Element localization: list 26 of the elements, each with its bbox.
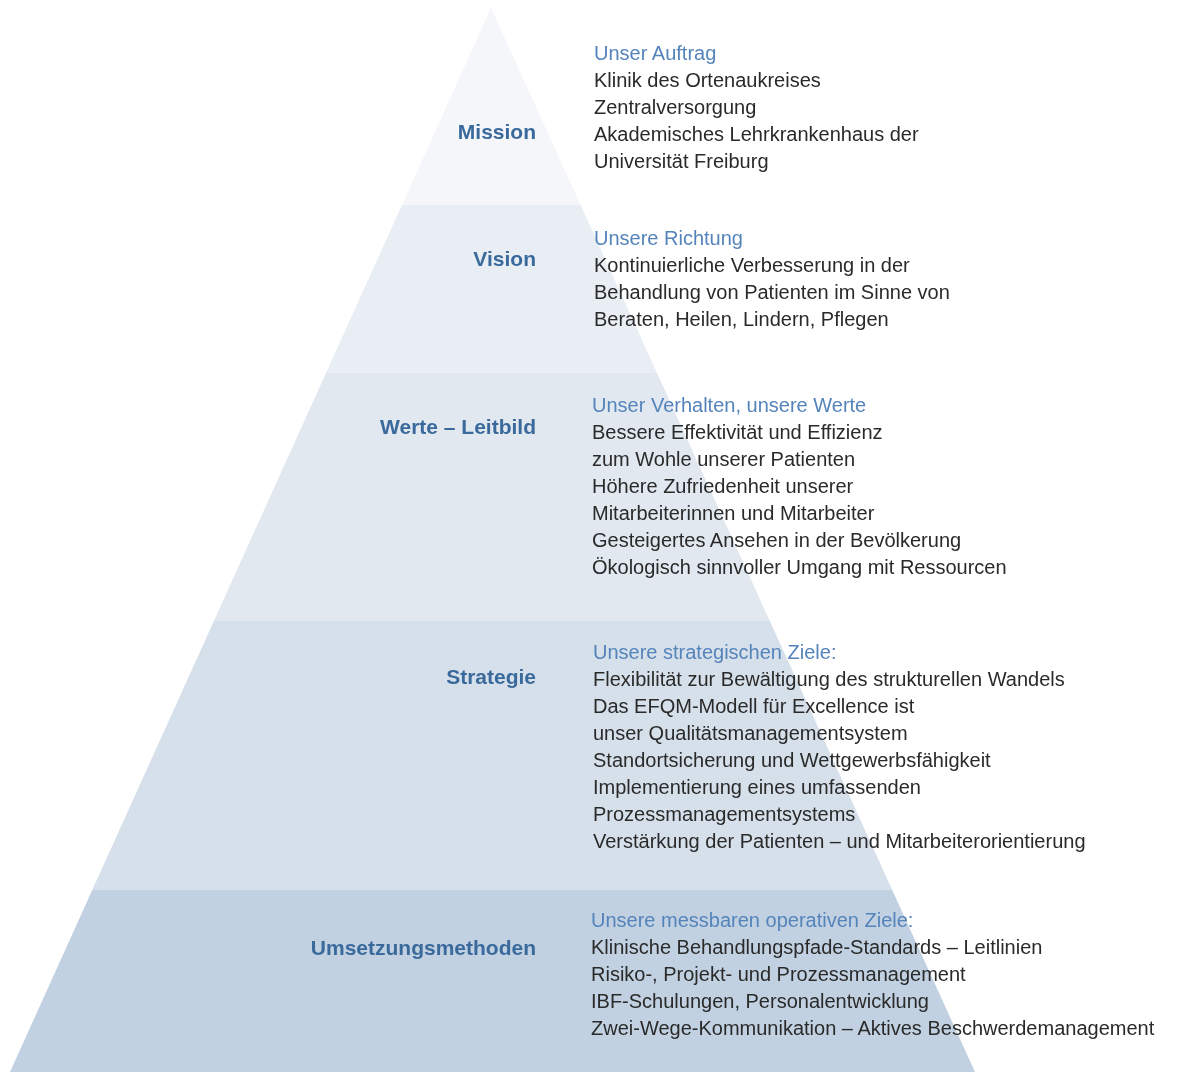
tier-description: Akademisches Lehrkrankenhaus der Universität Freiburg	[594, 122, 920, 174]
tier-subheading: Unsere Richtung	[594, 226, 743, 251]
tier-description: Zentralversorgung	[594, 95, 757, 120]
tier-description: Klinische Behandlungspfade-Standards – Leitlinien	[591, 935, 1043, 960]
tier-description: Flexibilität zur Bewältigung des strukturellen Wandels	[593, 667, 1065, 692]
tier-description: Gesteigertes Ansehen in der Bevölkerung	[592, 528, 962, 553]
tier-description: Kontinuierliche Verbesserung in der Behandlung von Patienten im Sinne von Beraten, Heilen, Lindern, Pflegen	[594, 253, 951, 332]
tier-description: Das EFQM-Modell für Excellence ist unser Qualitätsmanagementsystem	[593, 694, 916, 746]
tier-description: Implementierung eines umfassenden Prozessmanagementsystems	[593, 775, 922, 827]
tier-description: Bessere Effektivität und Effizienz zum Wohle unserer Patienten	[592, 420, 884, 472]
tier-description: Höhere Zufriedenheit unserer Mitarbeiterinnen und Mitarbeiter	[592, 474, 876, 526]
tier-description: Standortsicherung und Wettgewerbsfähigkeit	[593, 748, 991, 773]
tier-heading: Strategie	[446, 665, 536, 689]
tier-subheading: Unser Verhalten, unsere Werte	[592, 393, 867, 418]
tier-description: Verstärkung der Patienten – und Mitarbeiterorientierung	[593, 829, 1086, 854]
tier-heading: Vision	[473, 247, 536, 271]
tier-description: Risiko-, Projekt- und Prozessmanagement	[591, 962, 966, 987]
tier-description: Klinik des Ortenaukreises	[594, 68, 821, 93]
tier-subheading: Unser Auftrag	[594, 41, 717, 66]
tier-heading: Werte – Leitbild	[380, 415, 536, 439]
tier-heading: Umsetzungsmethoden	[310, 936, 536, 960]
tier-heading: Mission	[457, 120, 536, 144]
tier-description: Zwei-Wege-Kommunikation – Aktives Beschwerdemanagement	[591, 1016, 1155, 1041]
tier-description: IBF-Schulungen, Personalentwicklung	[591, 989, 929, 1014]
tier-subheading: Unsere strategischen Ziele:	[593, 640, 837, 665]
tier-description: Ökologisch sinnvoller Umgang mit Ressourcen	[592, 555, 1007, 580]
